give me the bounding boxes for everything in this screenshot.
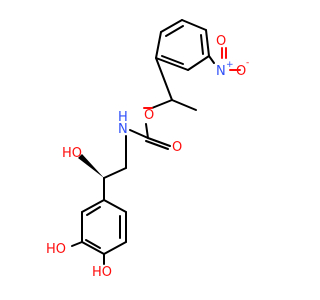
carbamate-group: O N H bbox=[118, 110, 182, 169]
bond-c-carbonyl-double bbox=[145, 140, 169, 150]
ester-o-label: O bbox=[144, 108, 154, 123]
phenol-oh4-label: HO bbox=[92, 265, 112, 280]
bond-c-n bbox=[129, 129, 149, 139]
ring-bond bbox=[103, 199, 127, 213]
bond-ring-nitro bbox=[208, 55, 215, 64]
carbonyl-o-label: O bbox=[172, 140, 182, 155]
bond-c-carbonyl bbox=[147, 137, 171, 147]
structure-svg: N + O O - O O N H HO bbox=[46, 19, 249, 280]
ring-bond bbox=[155, 57, 189, 71]
carbamate-n-label: N bbox=[118, 122, 128, 137]
phenol-oh3-label: HO bbox=[46, 242, 66, 257]
nitro-o-minus-charge: - bbox=[246, 58, 249, 68]
ring-bond bbox=[187, 55, 210, 71]
nitro-group: N + O O - bbox=[208, 34, 249, 79]
ester-linkage: O bbox=[143, 57, 197, 139]
ring-bond bbox=[103, 241, 127, 255]
catechol-ring bbox=[81, 199, 127, 255]
ring-bond bbox=[155, 31, 162, 59]
aromatic-inner-bond bbox=[161, 55, 184, 65]
ring-bond bbox=[81, 199, 105, 213]
hydroxy-carbon: HO bbox=[62, 146, 127, 201]
molecule-diagram: N + O O - O O N H HO bbox=[46, 19, 249, 280]
ring-bond bbox=[205, 29, 210, 57]
bond-ch-methyl bbox=[171, 99, 197, 111]
carbamate-h-label: H bbox=[118, 110, 128, 125]
side-hydroxyl-label: HO bbox=[62, 146, 82, 161]
aromatic-inner-bond bbox=[165, 25, 184, 37]
nitro-plus-charge: + bbox=[226, 60, 234, 70]
ring-bond bbox=[181, 19, 207, 31]
bond-ring-ch bbox=[155, 57, 173, 101]
nitro-n-label: N bbox=[216, 64, 226, 79]
ring-bond bbox=[160, 19, 183, 33]
bond-ring-oh3 bbox=[71, 241, 83, 247]
aromatic-inner-bond bbox=[86, 206, 101, 216]
stereo-wedge-bond bbox=[78, 154, 104, 178]
aromatic-inner-bond bbox=[200, 34, 204, 55]
bond-ch-o bbox=[151, 99, 173, 109]
bond-ch2-choh bbox=[103, 167, 127, 179]
nitrophenyl-ring bbox=[155, 19, 210, 71]
nitro-o-right-label: O bbox=[236, 64, 246, 79]
phenol-groups: HO HO bbox=[46, 241, 112, 280]
aromatic-inner-bond bbox=[85, 239, 101, 249]
bond-o-carbonyl-c bbox=[145, 123, 149, 139]
nitro-o-top-label: O bbox=[216, 34, 226, 49]
ring-bond bbox=[81, 241, 105, 255]
